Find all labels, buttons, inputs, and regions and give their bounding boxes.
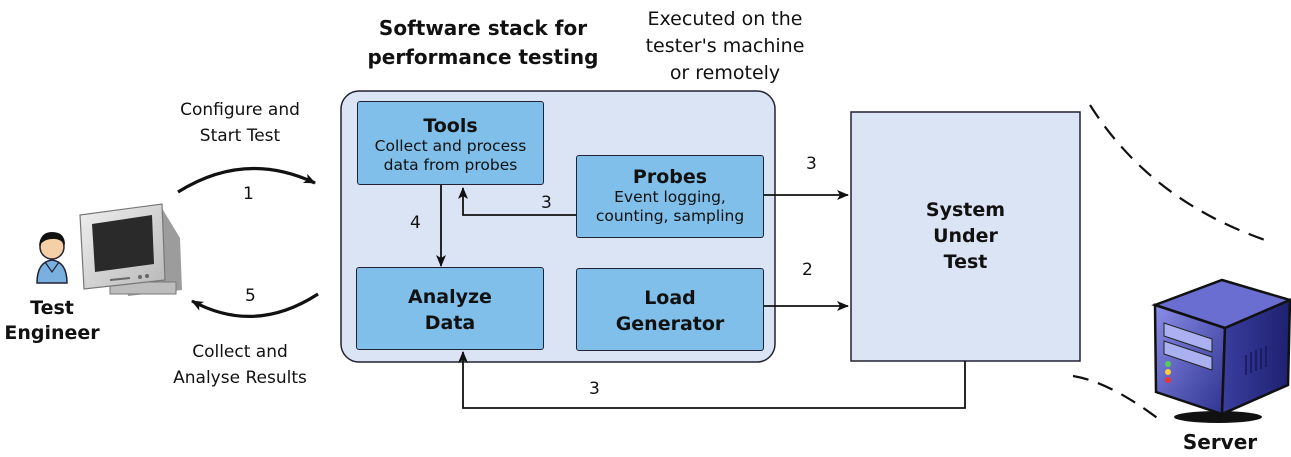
probes-title: Probes <box>632 166 708 188</box>
execution-note-line3: or remotely <box>669 62 781 84</box>
analyze-line1: Analyze <box>408 286 492 308</box>
sut-line2: Under <box>933 225 998 247</box>
probes-desc-line2: counting, sampling <box>595 207 745 226</box>
probes-desc-line1: Event logging, <box>614 188 726 206</box>
collect-line2: Analyse Results <box>173 368 307 388</box>
sut-line1: System <box>925 199 1006 221</box>
step-sut-to-analyze: 3 <box>589 379 600 399</box>
collect-step-number: 5 <box>245 286 256 306</box>
sut-to-analyze-arrow <box>458 351 966 409</box>
analyze-line2: Data <box>424 312 476 334</box>
execution-note: Executed on the tester's machine or remo… <box>620 6 830 87</box>
collect-label: Collect and Analyse Results <box>140 339 340 391</box>
test-engineer-icon <box>36 232 68 284</box>
step-probes-to-tools: 3 <box>541 193 552 213</box>
analyze-data-box: Analyze Data <box>356 267 544 350</box>
execution-note-line2: tester's machine <box>645 35 805 57</box>
probes-box: Probes Event logging, counting, sampling <box>576 155 764 238</box>
configure-label: Configure and Start Test <box>140 97 340 149</box>
configure-step-number: 1 <box>243 184 254 204</box>
stack-title-line2: performance testing <box>367 45 599 69</box>
server-label: Server <box>1182 430 1258 454</box>
engineer-line1: Test <box>30 297 74 319</box>
load-generator-box: Load Generator <box>576 268 764 351</box>
computer-icon <box>79 203 182 296</box>
configure-line2: Start Test <box>199 126 281 146</box>
stack-title: Software stack for performance testing <box>348 14 618 72</box>
load-line2: Generator <box>615 313 725 335</box>
server-icon <box>1151 278 1291 423</box>
configure-arrow <box>177 166 316 194</box>
sut-label: System Under Test <box>851 197 1080 275</box>
sut-line3: Test <box>943 251 988 273</box>
step-load-to-sut: 2 <box>802 260 813 280</box>
system-under-test-box <box>850 111 1081 362</box>
load-line1: Load <box>644 287 696 309</box>
tools-box: Tools Collect and process data from prob… <box>357 101 544 185</box>
server-link-dashed-top <box>1089 104 1266 242</box>
probes-to-tools-arrow <box>458 187 576 216</box>
execution-note-line1: Executed on the <box>647 8 803 30</box>
test-engineer-label: Test Engineer <box>0 296 104 346</box>
engineer-line2: Engineer <box>4 322 100 344</box>
collect-line1: Collect and <box>192 342 288 362</box>
configure-line1: Configure and <box>180 100 300 120</box>
tools-desc-line1: Collect and process <box>374 137 527 155</box>
collect-arrow <box>191 292 319 318</box>
step-probes-to-sut: 3 <box>806 154 817 174</box>
tools-title: Tools <box>423 115 478 137</box>
tools-desc-line2: data from probes <box>383 156 518 175</box>
server-link-dashed-bottom <box>1072 374 1161 421</box>
stack-title-line1: Software stack for <box>378 16 588 40</box>
step-tools-to-analyze: 4 <box>410 213 421 233</box>
